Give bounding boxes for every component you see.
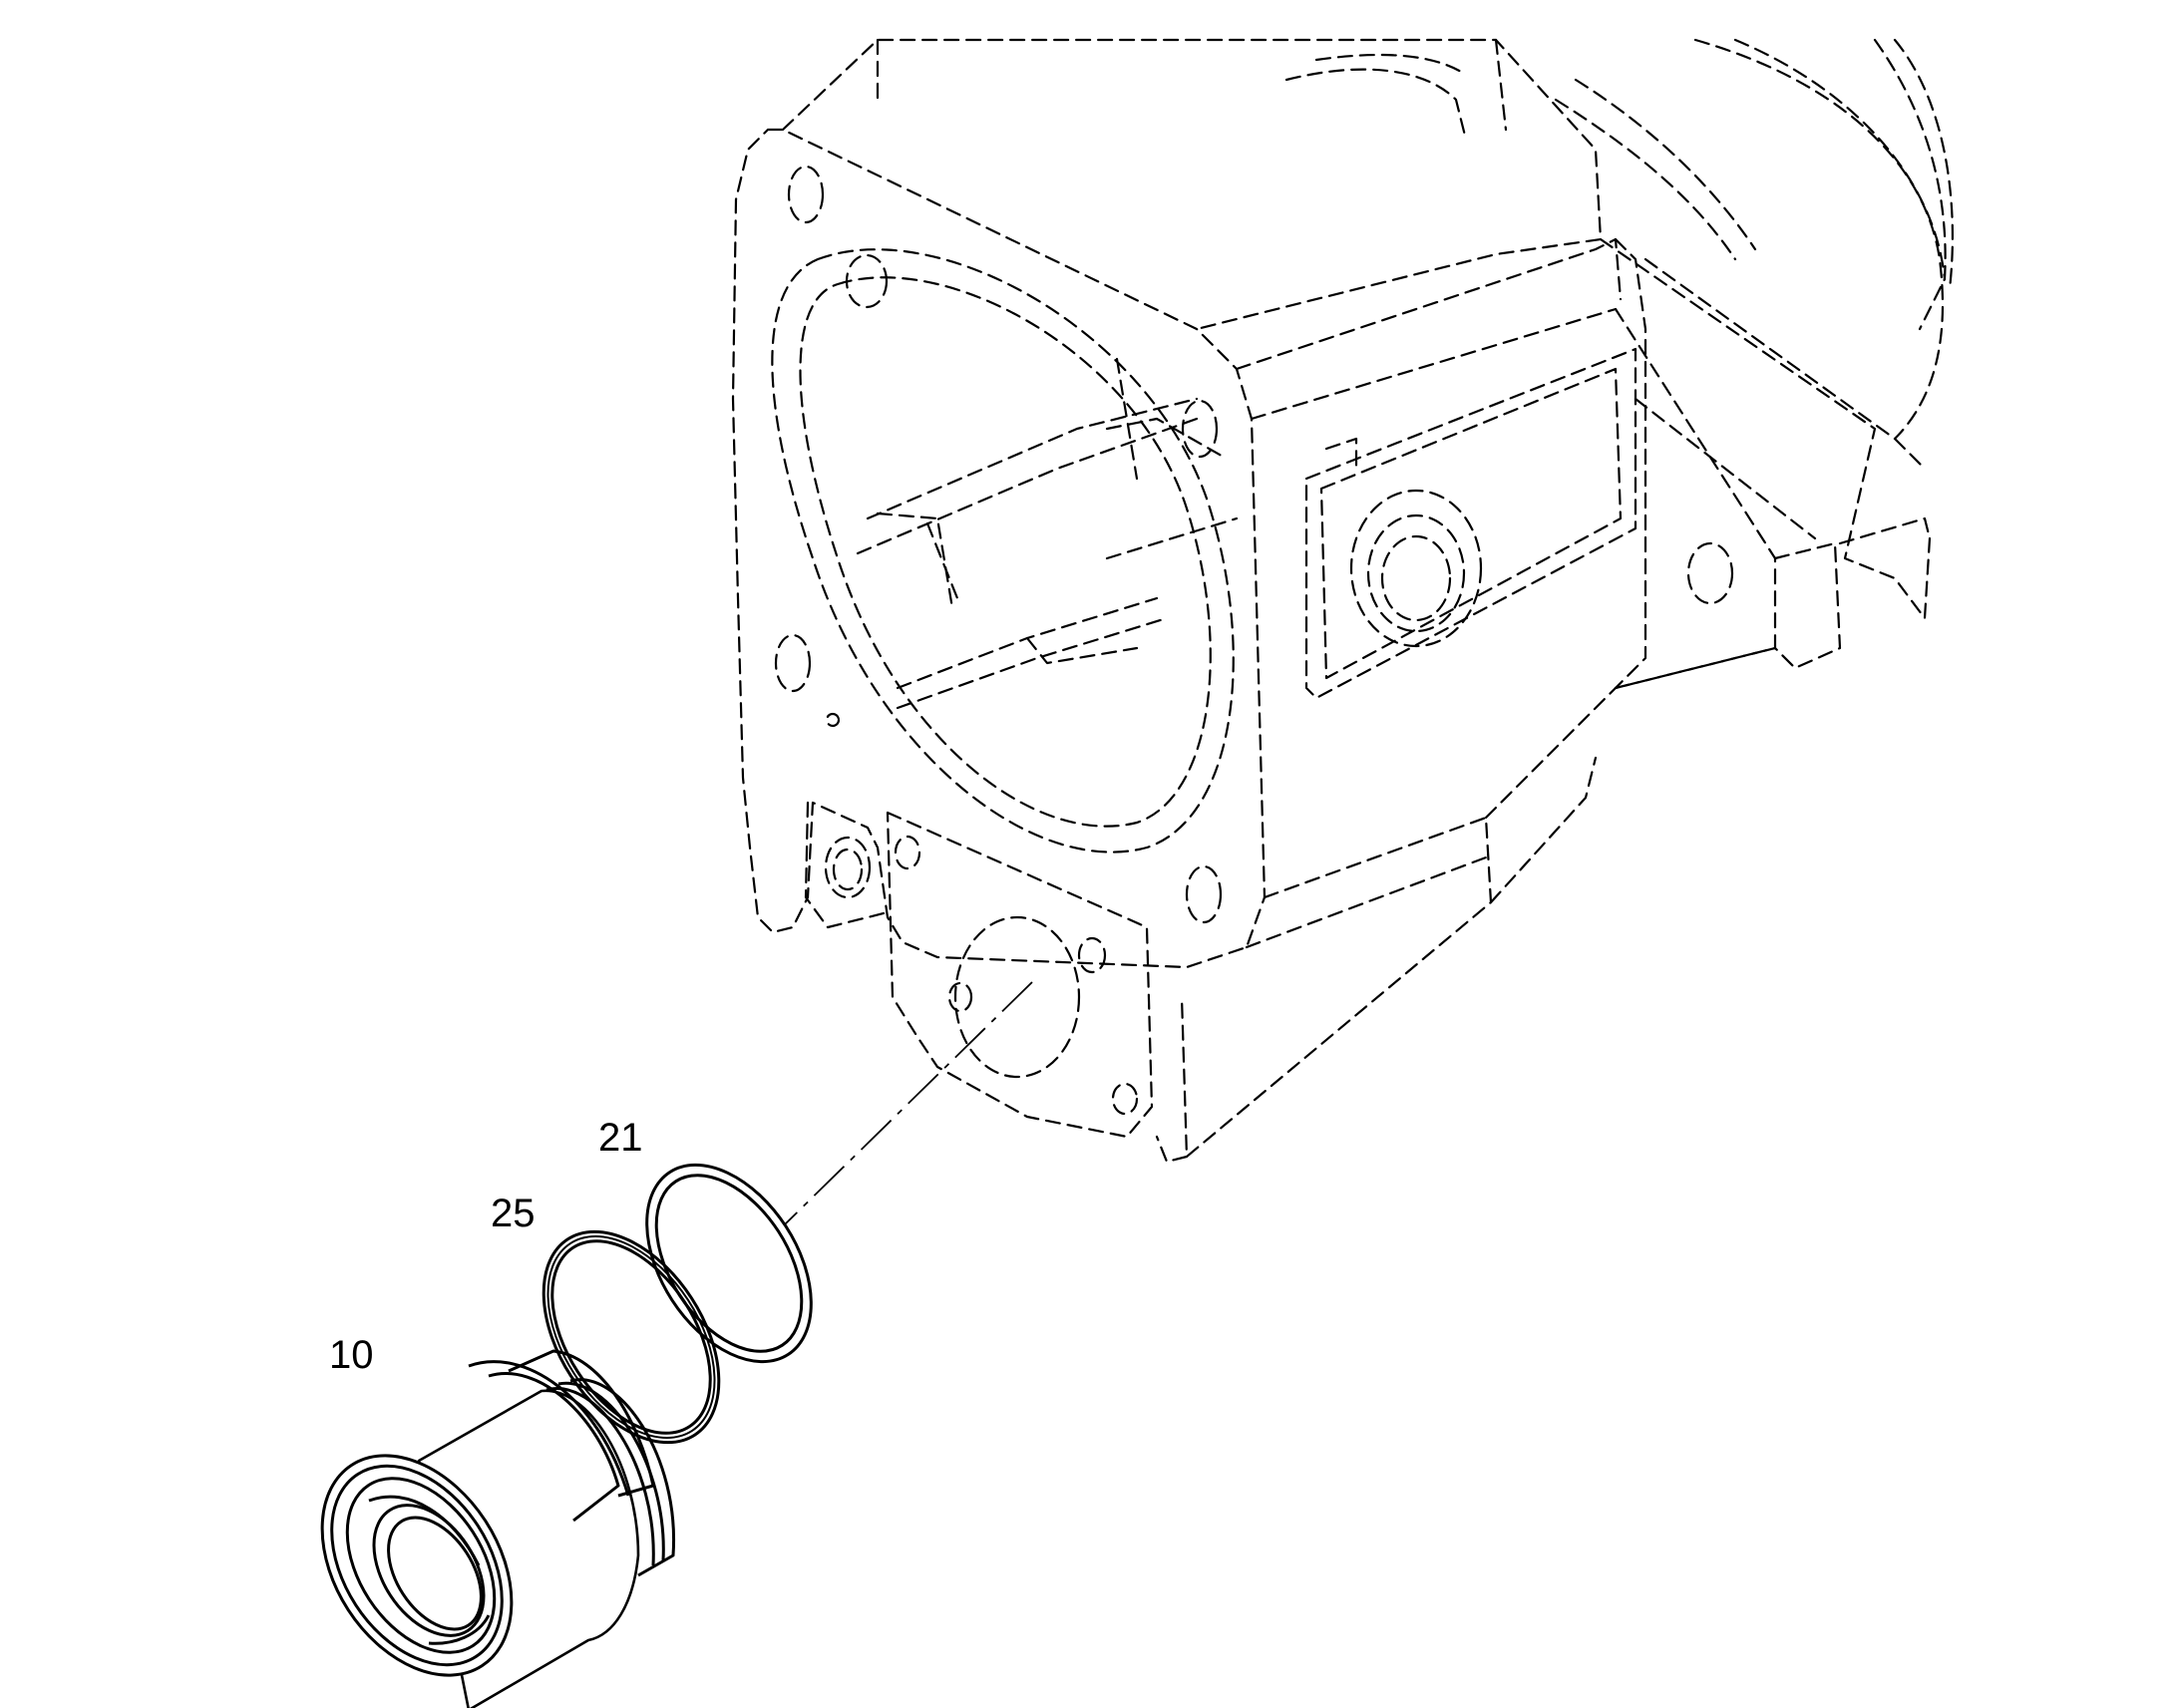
assembly-centerline xyxy=(783,981,1033,1226)
sleeve-part-10 xyxy=(320,1349,676,1708)
callout-10: 10 xyxy=(329,1333,374,1377)
callout-21: 21 xyxy=(598,1116,643,1160)
housing-phantom xyxy=(731,38,1955,1164)
backup-ring-part-25 xyxy=(542,1229,721,1445)
callout-25: 25 xyxy=(491,1192,536,1235)
o-ring-part-21 xyxy=(645,1163,813,1364)
